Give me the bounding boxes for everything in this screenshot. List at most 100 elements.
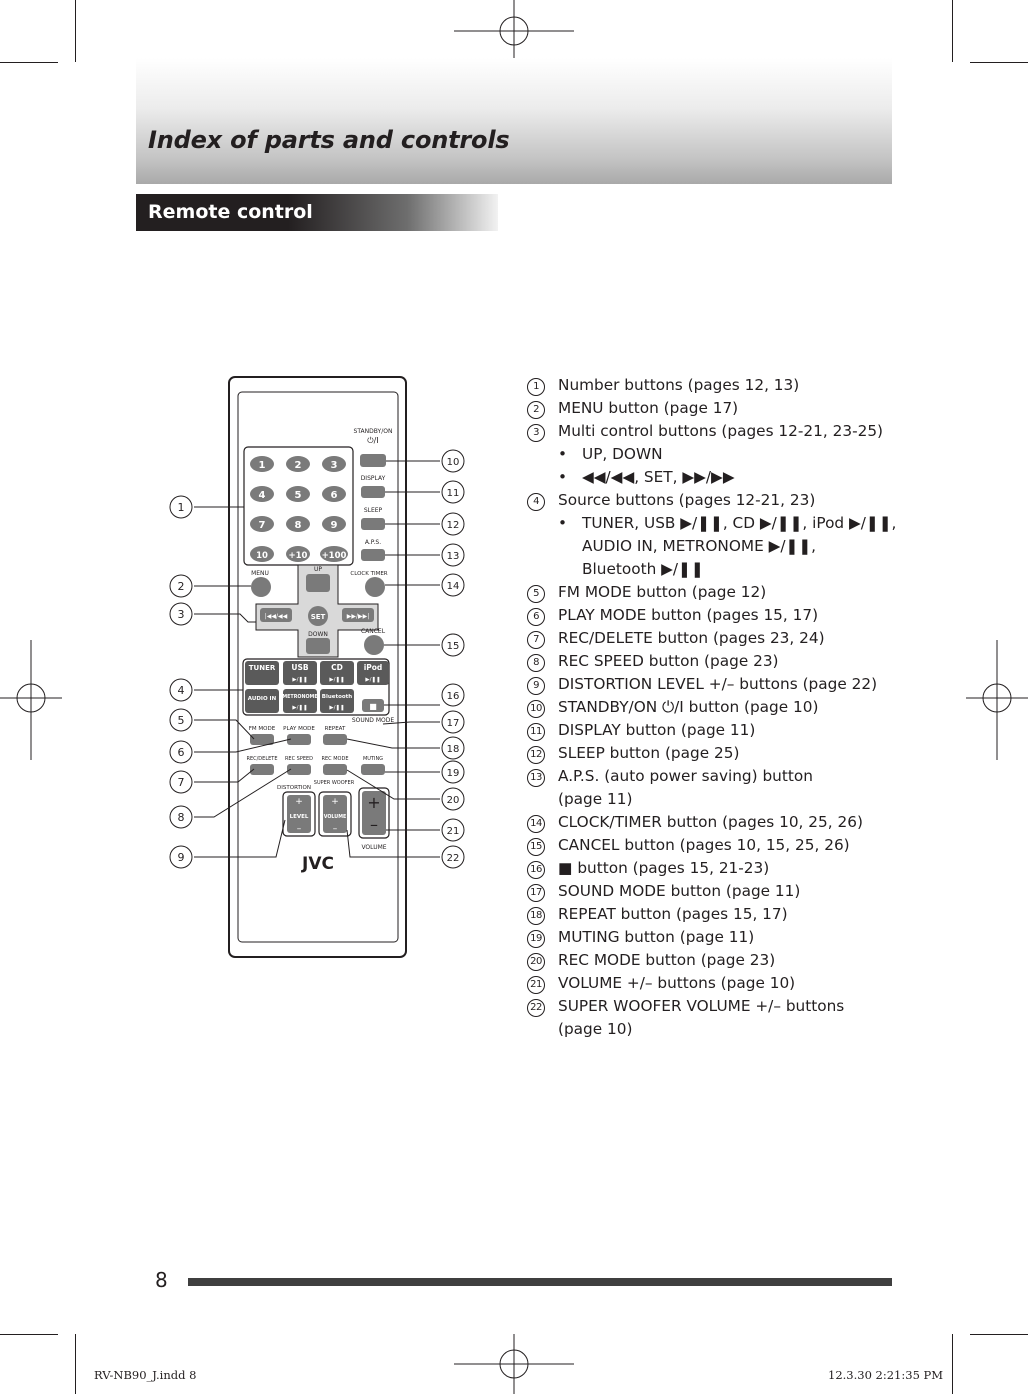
crop-mark	[970, 62, 1028, 63]
ipod-button[interactable]	[357, 661, 389, 685]
woofer-volume-label: VOLUME	[324, 814, 347, 820]
legend-number: 10	[527, 700, 545, 718]
distortion-label: DISTORTION	[277, 785, 311, 791]
clock-timer-button[interactable]	[365, 577, 385, 597]
footer-bar	[188, 1278, 892, 1286]
key-5[interactable]: 5	[295, 490, 302, 501]
legend-number: 6	[527, 608, 545, 626]
legend-number: 17	[527, 884, 545, 902]
power-icon: ⏻/I	[367, 436, 378, 445]
legend-text: MUTING button (page 11)	[558, 928, 755, 946]
repeat-button[interactable]	[323, 734, 347, 745]
menu-button[interactable]	[251, 577, 271, 597]
crop-mark	[0, 62, 58, 63]
legend-text: DISTORTION LEVEL +/– buttons (page 22)	[558, 675, 878, 693]
legend-number: 21	[527, 976, 545, 994]
up-button[interactable]	[306, 574, 330, 592]
legend-text: FM MODE button (page 12)	[558, 583, 767, 601]
up-label: UP	[314, 566, 322, 573]
legend-subitem: •TUNER, USB ▶/❚❚, CD ▶/❚❚, iPod ▶/❚❚,	[527, 512, 897, 535]
page-title: Index of parts and controls	[148, 126, 510, 154]
metronome-play-pause-icon: ▶/❚❚	[292, 704, 307, 711]
callout-22: 22	[447, 853, 460, 864]
rec-speed-button[interactable]	[287, 764, 311, 775]
legend-number: 4	[527, 493, 545, 511]
key-plus100[interactable]: +100	[322, 551, 347, 561]
rec-speed-label: REC SPEED	[285, 756, 313, 762]
play-mode-button[interactable]	[287, 734, 311, 745]
cancel-button[interactable]	[364, 635, 384, 655]
distortion-level-buttons[interactable]	[287, 795, 311, 833]
sleep-button[interactable]	[361, 518, 385, 530]
usb-button[interactable]	[283, 661, 317, 685]
fm-mode-button[interactable]	[250, 734, 274, 745]
standby-button[interactable]	[360, 454, 386, 467]
metronome-button[interactable]	[283, 689, 317, 713]
ipod-label: iPod	[364, 663, 383, 672]
aps-button[interactable]	[361, 549, 385, 561]
key-10[interactable]: 10	[256, 551, 268, 561]
volume-minus-icon: –	[370, 815, 378, 834]
legend-continuation: (page 11)	[558, 790, 633, 808]
play-mode-label: PLAY MODE	[283, 726, 315, 732]
legend-number: 8	[527, 654, 545, 672]
key-1[interactable]: 1	[259, 460, 266, 471]
super-woofer-volume-buttons[interactable]	[323, 795, 347, 833]
callout-17: 17	[447, 718, 460, 729]
tuner-label: TUNER	[249, 664, 276, 672]
section-title: Remote control	[148, 201, 313, 223]
next-button[interactable]	[342, 608, 374, 622]
crop-mark	[970, 1334, 1028, 1335]
volume-buttons[interactable]	[362, 791, 386, 835]
key-4[interactable]: 4	[259, 490, 266, 501]
cd-play-pause-icon: ▶/❚❚	[329, 676, 344, 683]
callout-18: 18	[447, 744, 460, 755]
key-3[interactable]: 3	[331, 460, 338, 471]
prev-button[interactable]	[260, 608, 292, 622]
audio-in-button[interactable]	[245, 689, 279, 713]
callout-15: 15	[447, 641, 460, 652]
muting-button[interactable]	[361, 764, 385, 775]
print-slug-file: RV-NB90_J.indd 8	[94, 1368, 197, 1382]
registration-mark	[0, 640, 62, 760]
rec-delete-button[interactable]	[250, 764, 274, 775]
legend-text: CANCEL button (pages 10, 15, 25, 26)	[558, 836, 850, 854]
display-button[interactable]	[361, 486, 385, 498]
set-label: SET	[311, 613, 326, 621]
down-button[interactable]	[306, 638, 330, 654]
crop-mark	[952, 1334, 953, 1394]
number-keypad[interactable]	[250, 456, 348, 562]
legend-text: REPEAT button (pages 15, 17)	[558, 905, 788, 923]
rec-mode-button[interactable]	[323, 764, 347, 775]
key-9[interactable]: 9	[331, 520, 338, 531]
legend-text: SUPER WOOFER VOLUME +/– buttons	[558, 997, 845, 1015]
registration-mark	[454, 0, 574, 62]
legend-text: DISPLAY button (page 11)	[558, 721, 756, 739]
woofer-minus-icon: –	[333, 824, 338, 834]
tuner-button[interactable]	[245, 661, 279, 685]
key-2[interactable]: 2	[295, 460, 302, 471]
callout-13: 13	[447, 551, 460, 562]
key-8[interactable]: 8	[295, 520, 302, 531]
cd-button[interactable]	[320, 661, 354, 685]
legend-item: 16■ button (pages 15, 21-23)	[527, 857, 897, 880]
legend-number: 5	[527, 585, 545, 603]
bluetooth-button[interactable]	[320, 689, 354, 713]
key-6[interactable]: 6	[331, 490, 338, 501]
key-plus10[interactable]: +10	[289, 551, 308, 561]
legend-subitem: •◀◀/◀◀, SET, ▶▶/▶▶	[527, 466, 897, 489]
legend-number: 22	[527, 999, 545, 1017]
stop-button[interactable]	[362, 699, 384, 712]
sound-mode-label: SOUND MODE	[352, 717, 394, 724]
key-7[interactable]: 7	[259, 520, 266, 531]
set-button[interactable]	[308, 606, 328, 626]
legend-subtext: ◀◀/◀◀, SET, ▶▶/▶▶	[582, 468, 735, 486]
cd-label: CD	[331, 663, 343, 672]
